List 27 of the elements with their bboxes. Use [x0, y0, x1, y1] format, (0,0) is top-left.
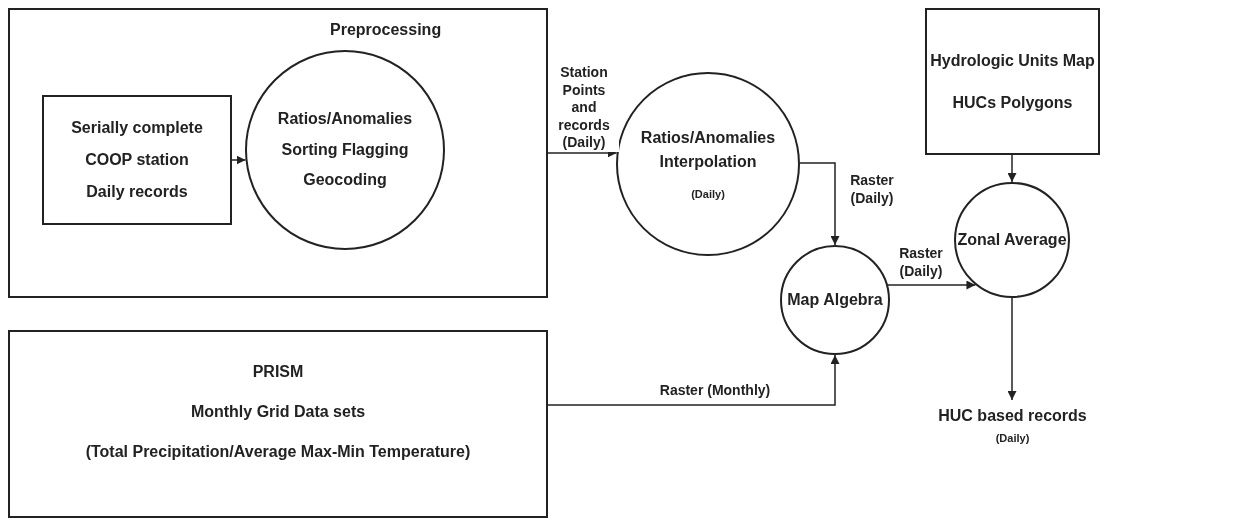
process-box	[925, 8, 1100, 155]
node-text: Map Algebra	[787, 290, 883, 310]
node-text: PRISM	[252, 362, 304, 382]
node-text: Zonal Average	[957, 230, 1067, 250]
process-circle	[245, 50, 445, 250]
node-text: Ratios/Anomalies Interpolation	[639, 127, 777, 172]
process-circle	[954, 182, 1070, 298]
arrow	[799, 162, 840, 246]
node-text: (Daily)	[995, 430, 1030, 446]
process-box	[42, 95, 232, 225]
arrow	[1007, 297, 1017, 401]
arrow	[231, 155, 247, 165]
node-text: Monthly Grid Data sets	[190, 402, 366, 422]
node-text: HUCs Polygons	[952, 92, 1073, 113]
arrow	[887, 280, 977, 290]
process-circle	[780, 245, 890, 355]
node-text: Ratios/Anomalies Sorting Flagging Geocoding	[276, 109, 414, 191]
process-box	[8, 330, 548, 518]
node-text: (Daily)	[691, 186, 725, 202]
group-title: Preprocessing	[330, 20, 442, 40]
node-text: (Total Precipitation/Average Max-Min Temperature)	[85, 442, 471, 462]
node-text: Serially complete COOP station Daily records	[70, 118, 204, 202]
arrow	[1007, 154, 1017, 183]
arrow	[547, 354, 840, 406]
node-text: Hydrologic Units Map	[930, 50, 1095, 71]
group-box	[8, 8, 548, 298]
node-text: HUC based records	[938, 405, 1087, 426]
